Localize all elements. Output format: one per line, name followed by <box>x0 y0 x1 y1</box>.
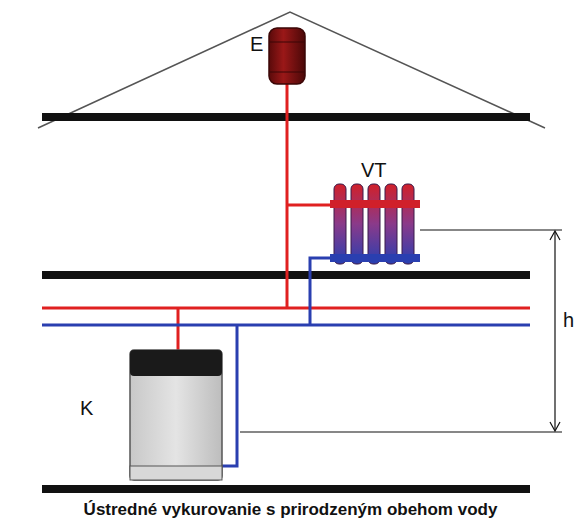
radiator-section <box>368 184 380 264</box>
boiler-base <box>130 466 222 480</box>
caption: Ústredné vykurovanie s prirodzeným obeho… <box>0 500 581 520</box>
boiler-body <box>130 350 222 480</box>
radiator-header <box>330 200 420 208</box>
radiator-section <box>351 184 363 264</box>
dimension-label: h <box>563 310 574 330</box>
dimension-arrow <box>550 231 560 240</box>
extension-line <box>420 229 562 230</box>
radiator-section <box>385 184 397 264</box>
dimension-arrow <box>550 422 560 431</box>
part-label: K <box>80 398 93 418</box>
supply-branch <box>287 204 332 207</box>
boiler-top <box>130 350 222 376</box>
supply-main <box>42 307 530 310</box>
part-label: VT <box>361 160 387 180</box>
pipes <box>42 80 530 466</box>
roof-line <box>38 12 545 128</box>
radiator-section <box>402 184 414 264</box>
return-branch <box>310 258 332 325</box>
radiator-header <box>330 254 420 262</box>
supply-riser <box>286 80 289 308</box>
extension-line <box>240 431 562 432</box>
radiator <box>330 184 420 264</box>
boiler <box>130 350 222 480</box>
dimension-h <box>240 230 562 432</box>
ground-slab <box>42 485 530 493</box>
part-label: E <box>250 34 263 54</box>
tank-body <box>269 28 305 84</box>
tank-seam <box>269 72 305 73</box>
dimension-line <box>554 232 555 430</box>
expansion-tank <box>269 28 305 84</box>
boiler-supply <box>177 308 180 350</box>
return-main <box>42 324 530 327</box>
boiler-return <box>222 325 237 466</box>
radiator-section <box>334 184 346 264</box>
tank-seam <box>269 42 305 43</box>
